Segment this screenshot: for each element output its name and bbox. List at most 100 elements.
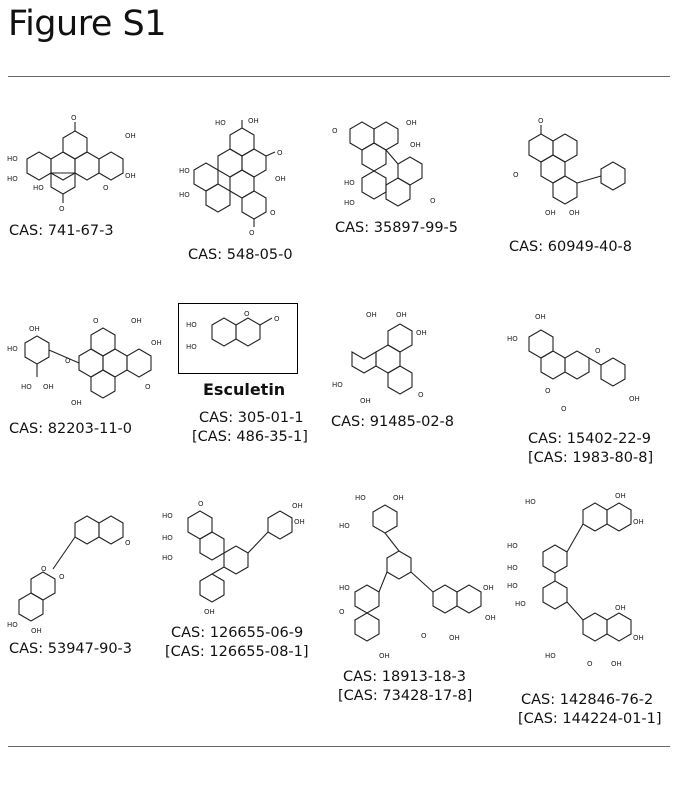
svg-text:HO: HO — [162, 512, 173, 520]
svg-text:HO: HO — [339, 522, 350, 530]
svg-text:O: O — [339, 608, 345, 616]
cas-label: CAS: 91485-02-8 — [331, 414, 455, 430]
svg-text:O: O — [595, 347, 601, 355]
cas-alt-label: [CAS: 486-35-1] — [192, 429, 308, 445]
svg-text:OH: OH — [410, 141, 421, 149]
svg-text:OH: OH — [485, 614, 496, 622]
svg-text:OH: OH — [248, 117, 259, 125]
cas-label: CAS: 53947-90-3 — [9, 641, 133, 657]
svg-text:OH: OH — [535, 313, 546, 321]
cas-label: CAS: 82203-11-0 — [9, 421, 133, 437]
svg-text:OH: OH — [71, 399, 82, 407]
svg-text:O: O — [125, 539, 131, 547]
top-divider — [8, 76, 670, 77]
svg-text:O: O — [561, 405, 567, 413]
cas-label: CAS: 18913-18-3 — [343, 669, 467, 685]
svg-text:O: O — [545, 387, 551, 395]
svg-text:HO: HO — [162, 554, 173, 562]
svg-text:HO: HO — [525, 498, 536, 506]
svg-text:OH: OH — [131, 317, 142, 325]
svg-text:OH: OH — [449, 634, 460, 642]
svg-text:HO: HO — [33, 184, 44, 192]
svg-text:OH: OH — [275, 175, 286, 183]
cas-alt-label: [CAS: 144224-01-1] — [518, 711, 662, 727]
figure-title: Figure S1 — [8, 4, 166, 44]
svg-text:HO: HO — [355, 494, 366, 502]
svg-text:OH: OH — [611, 660, 622, 668]
svg-text:O: O — [421, 632, 427, 640]
svg-text:O: O — [71, 114, 77, 122]
svg-text:HO: HO — [7, 155, 18, 163]
svg-text:HO: HO — [332, 381, 343, 389]
bottom-divider — [8, 746, 670, 747]
svg-text:O: O — [93, 317, 99, 325]
svg-text:HO: HO — [186, 321, 197, 329]
svg-text:OH: OH — [379, 652, 390, 660]
svg-text:OH: OH — [151, 339, 162, 347]
svg-text:O: O — [145, 383, 151, 391]
svg-text:HO: HO — [7, 345, 18, 353]
svg-text:OH: OH — [633, 518, 644, 526]
svg-text:O: O — [244, 310, 250, 318]
svg-text:OH: OH — [29, 325, 40, 333]
svg-text:O: O — [513, 171, 519, 179]
svg-text:O: O — [65, 357, 71, 365]
svg-text:OH: OH — [125, 172, 136, 180]
cas-label: CAS: 126655-06-9 — [171, 625, 304, 641]
svg-text:O: O — [249, 229, 255, 237]
cas-label: CAS: 548-05-0 — [188, 247, 293, 263]
cas-label: CAS: 35897-99-5 — [335, 220, 459, 236]
svg-text:O: O — [270, 209, 276, 217]
svg-text:HO: HO — [507, 582, 518, 590]
svg-text:OH: OH — [615, 492, 626, 500]
svg-text:HO: HO — [344, 179, 355, 187]
svg-text:OH: OH — [31, 627, 42, 635]
svg-text:O: O — [418, 391, 424, 399]
svg-text:O: O — [538, 117, 544, 125]
svg-text:OH: OH — [294, 518, 305, 526]
svg-text:OH: OH — [545, 209, 556, 217]
svg-text:OH: OH — [292, 502, 303, 510]
svg-text:O: O — [430, 197, 436, 205]
svg-text:HO: HO — [186, 343, 197, 351]
svg-text:OH: OH — [615, 604, 626, 612]
svg-text:OH: OH — [43, 383, 54, 391]
svg-text:HO: HO — [545, 652, 556, 660]
svg-text:O: O — [274, 315, 280, 323]
svg-text:HO: HO — [7, 175, 18, 183]
svg-text:O: O — [332, 127, 338, 135]
svg-text:HO: HO — [339, 584, 350, 592]
svg-text:HO: HO — [215, 119, 226, 127]
cas-alt-label: [CAS: 126655-08-1] — [165, 644, 309, 660]
svg-text:OH: OH — [629, 395, 640, 403]
cas-label: CAS: 142846-76-2 — [521, 692, 654, 708]
structure-esculetin: HO HO O O — [186, 310, 280, 351]
svg-text:HO: HO — [21, 383, 32, 391]
cas-alt-label: [CAS: 1983-80-8] — [528, 450, 654, 466]
cas-label: CAS: 305-01-1 — [199, 410, 304, 426]
cas-label: CAS: 15402-22-9 — [528, 431, 652, 447]
structure-82203-11-0: HO OH HO OH O O OH OH OH O — [7, 317, 162, 407]
svg-text:HO: HO — [507, 542, 518, 550]
svg-text:O: O — [198, 500, 204, 508]
svg-text:OH: OH — [569, 209, 580, 217]
cas-label: CAS: 741-67-3 — [9, 223, 114, 239]
svg-text:O: O — [41, 565, 47, 573]
svg-text:HO: HO — [179, 167, 190, 175]
svg-text:HO: HO — [344, 199, 355, 207]
svg-text:O: O — [59, 573, 65, 581]
svg-text:OH: OH — [366, 311, 377, 319]
structure-60949-40-8: O O OH OH — [513, 117, 626, 217]
svg-text:OH: OH — [483, 584, 494, 592]
svg-text:O: O — [59, 205, 65, 213]
svg-text:OH: OH — [416, 329, 427, 337]
svg-text:OH: OH — [204, 608, 215, 616]
svg-text:O: O — [103, 184, 109, 192]
